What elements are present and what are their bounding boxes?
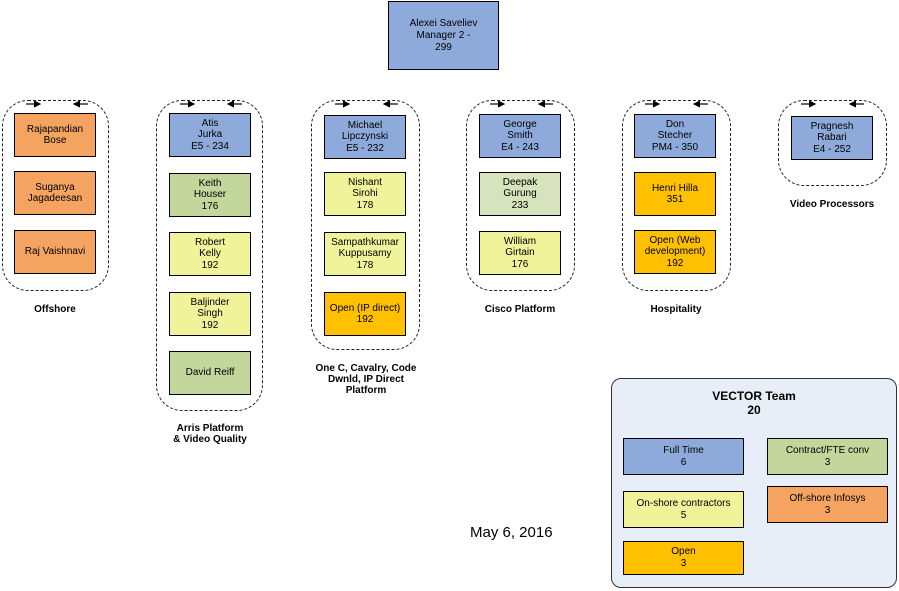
group-outline: [778, 100, 887, 186]
legend-label: Off-shore Infosys: [789, 492, 866, 504]
group-outline: [156, 100, 263, 411]
group-label: Arris Platform & Video Quality: [173, 423, 247, 445]
legend-label: Contract/FTE conv: [785, 444, 870, 456]
legend-team-name: VECTOR Team: [712, 389, 796, 403]
group-outline: [311, 100, 420, 350]
legend-count: 3: [824, 456, 831, 468]
group-label: Offshore: [34, 304, 76, 315]
legend-count: 3: [680, 558, 687, 569]
group-label: Cisco Platform: [484, 304, 556, 315]
legend-count: 6: [680, 456, 687, 468]
manager-id: 299: [435, 41, 452, 53]
member-box: Sampathkumar Kuppusamy 178: [324, 232, 406, 276]
member-box: Don Stecher PM4 - 350: [634, 114, 716, 158]
legend-title: VECTOR Team 20: [612, 389, 896, 417]
member-box: Keith Houser 176: [169, 173, 251, 217]
group-arrows: [26, 100, 864, 108]
manager-name: Alexei Saveliev: [409, 17, 478, 29]
member-box: David Reiff: [169, 351, 251, 395]
member-box: Henri Hilla 351: [634, 172, 716, 216]
legend-label: On-shore contractors: [636, 497, 731, 509]
date-label: May 6, 2016: [470, 524, 553, 541]
member-box: Suganya Jagadeesan: [14, 171, 96, 215]
manager-title: Manager 2 -: [416, 29, 471, 41]
member-box: Deepak Gurung 233: [479, 172, 561, 216]
legend-total: 20: [747, 403, 761, 417]
group-label: One C, Cavalry, Code Dwnld, IP Direct Pl…: [315, 363, 417, 396]
legend-count: 3: [824, 504, 831, 516]
group-outline: [2, 100, 109, 291]
group-label: Video Processors: [789, 199, 875, 210]
legend-label: Open: [671, 546, 696, 557]
member-box: Rajapandian Bose: [14, 113, 96, 157]
member-box: Open (Web development) 192: [634, 230, 716, 274]
legend-count: 5: [680, 509, 687, 521]
group-outline: [622, 100, 731, 291]
member-box: William Girtain 176: [479, 231, 561, 275]
member-box: Robert Kelly 192: [169, 232, 251, 276]
member-box: Pragnesh Rabari E4 - 252: [791, 116, 873, 160]
member-box: Nishant Sirohi 178: [324, 172, 406, 216]
member-box: Baljinder Singh 192: [169, 292, 251, 336]
member-box: Open (IP direct) 192: [324, 292, 406, 336]
member-box: George Smith E4 - 243: [479, 114, 561, 158]
legend-label: Full Time: [663, 444, 704, 456]
group-outline: [466, 100, 575, 291]
group-label: Hospitality: [650, 304, 702, 315]
member-box: Raj Vaishnavi: [14, 230, 96, 274]
member-box: Atis Jurka E5 - 234: [169, 113, 251, 157]
member-box: Michael Lipczynski E5 - 232: [324, 115, 406, 159]
